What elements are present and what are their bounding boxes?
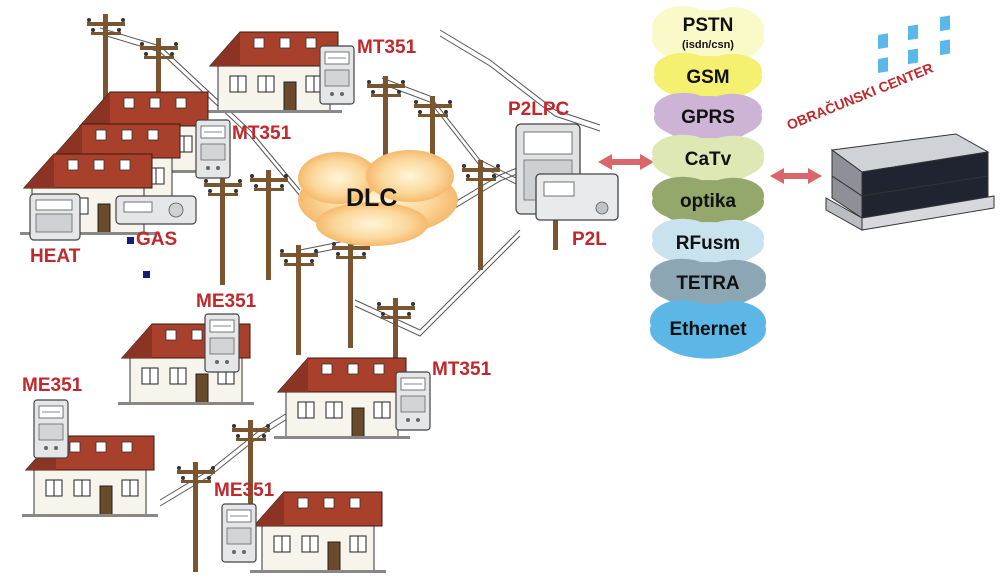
network-label: Ethernet	[669, 319, 747, 340]
label-p2l: P2L	[572, 229, 607, 250]
dlc-cloud	[298, 150, 458, 246]
label-mt351-bottom: MT351	[432, 359, 492, 380]
network-label: optika	[680, 191, 736, 212]
network-label: CaTv	[684, 149, 732, 170]
network-label: TETRA	[676, 273, 740, 294]
label-mt351-left: MT351	[232, 123, 292, 144]
marker-square	[127, 237, 134, 244]
billing-center-building	[825, 15, 995, 231]
network-label: GSM	[686, 67, 730, 88]
label-gas: GAS	[136, 229, 178, 250]
network-sublabel: (isdn/csn)	[682, 39, 734, 51]
label-me351-mid: ME351	[196, 291, 257, 312]
network-cloud-catv	[652, 134, 764, 185]
dlc-label: DLC	[346, 184, 398, 212]
label-me351-bottom: ME351	[214, 480, 275, 501]
link-arrows	[598, 154, 822, 184]
gas-meter-device	[115, 195, 197, 225]
network-label: RFusm	[675, 233, 741, 254]
label-me351-left: ME351	[22, 375, 83, 396]
network-cloud-gsm	[654, 52, 762, 103]
network-label: PSTN	[682, 15, 734, 36]
label-heat: HEAT	[30, 246, 81, 267]
network-cloud-tetra	[650, 258, 766, 309]
heat-meter-device	[29, 193, 81, 241]
network-cloud-optika	[652, 176, 764, 227]
marker-square	[143, 271, 150, 278]
network-label: GPRS	[681, 107, 735, 128]
network-cloud-ethernet	[650, 300, 766, 359]
label-p2lpc: P2LPC	[508, 99, 570, 120]
network-cloud-gprs	[654, 92, 762, 143]
label-mt351-top: MT351	[357, 37, 417, 58]
concentrator-device	[515, 123, 619, 221]
network-clouds	[650, 5, 766, 359]
